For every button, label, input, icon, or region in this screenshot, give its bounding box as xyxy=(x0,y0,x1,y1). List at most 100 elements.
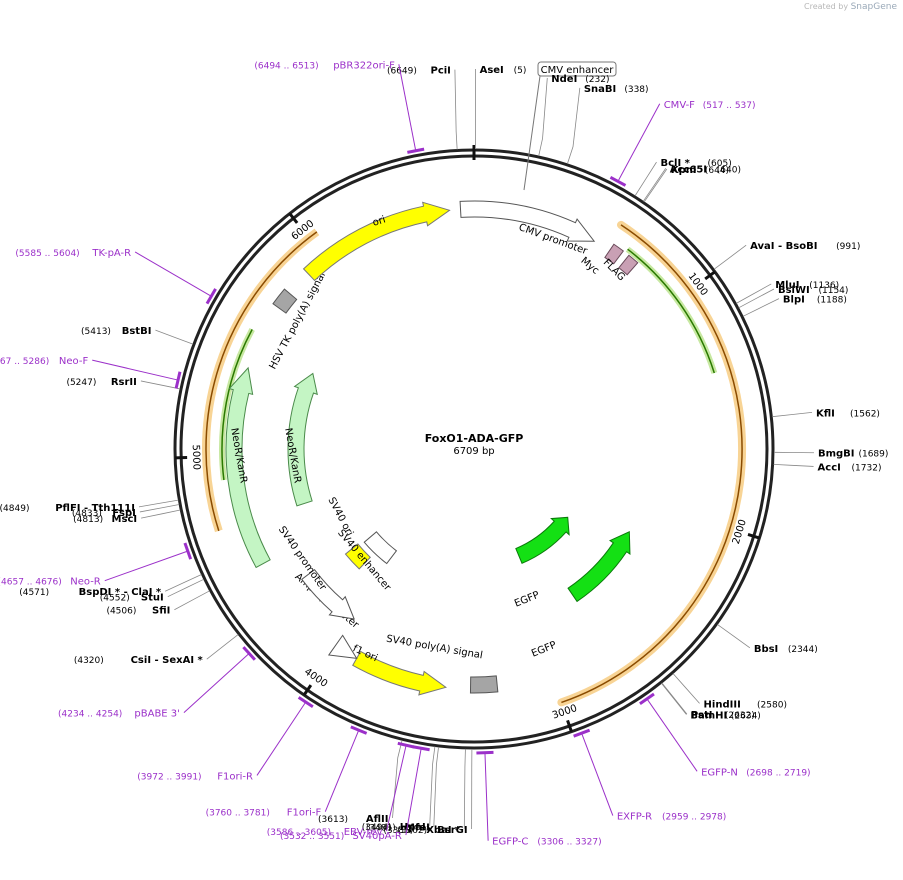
primer-layer: pBR322ori-F(6494 .. 6513)CMV-F(517 .. 53… xyxy=(0,60,811,847)
primer-leader xyxy=(135,252,211,296)
primer-leader xyxy=(325,730,358,811)
primer-leader xyxy=(386,745,406,831)
primer-position: (3586 .. 3605) xyxy=(267,828,331,838)
site-name-hpai: HpaI xyxy=(400,822,426,833)
site-name-kpni: KpnI xyxy=(671,165,697,176)
primer-name-tk-pa-r: TK-pA-R xyxy=(91,248,131,259)
primer-leader xyxy=(485,753,488,841)
site-name-pcii: PciI xyxy=(430,66,450,77)
primer-name-f1ori-r: F1ori-R xyxy=(217,771,253,782)
primer-mark xyxy=(413,747,430,750)
site-leader xyxy=(643,168,666,201)
site-position: (4849) xyxy=(0,504,29,514)
site-position: (1154) xyxy=(818,286,848,296)
site-name-asei: AseI xyxy=(480,65,504,76)
credit-brand: SnapGene xyxy=(851,2,897,12)
primer-position: (3760 .. 3781) xyxy=(206,809,270,819)
plasmid-name: FoxO1-ADA-GFP xyxy=(425,432,524,445)
site-position: (1732) xyxy=(852,463,882,473)
site-leader xyxy=(774,464,814,466)
site-position: (338) xyxy=(624,85,648,95)
tick-label: 3000 xyxy=(551,703,579,722)
site-position: (991) xyxy=(836,242,860,252)
ampr-promoter-arrow xyxy=(329,635,357,658)
primer-name-pbr322ori-f: pBR322ori-F xyxy=(333,60,395,71)
site-name-bstbi: BstBI xyxy=(122,326,152,337)
site-name-bspdi-clai: BspDI * - ClaI * xyxy=(79,587,162,598)
site-position: (4571) xyxy=(19,588,49,598)
site-leader xyxy=(174,591,209,610)
feature-label-sv40-poly-a-signal: SV40 poly(A) signal xyxy=(385,634,483,662)
primer-position: (3306 .. 3327) xyxy=(537,838,601,848)
site-name-snabi: SnaBI xyxy=(584,84,616,95)
primer-name-f1ori-f: F1ori-F xyxy=(287,808,322,819)
site-name-avai-bsobi: AvaI - BsoBI xyxy=(750,241,817,252)
site-position: (5) xyxy=(514,66,527,76)
egfp-arrow-inner xyxy=(516,517,569,563)
site-position: (4506) xyxy=(106,607,136,617)
primer-position: (517 .. 537) xyxy=(703,101,756,111)
site-leader xyxy=(662,683,687,714)
site-leader xyxy=(567,88,579,164)
primer-mark xyxy=(176,372,180,389)
tick-label: 4000 xyxy=(302,666,329,690)
ori-arrow xyxy=(304,202,450,280)
hsv-tk-polya-box xyxy=(273,289,297,313)
site-position: (1188) xyxy=(817,296,847,306)
primer-leader xyxy=(399,64,416,150)
neor-arrow-outer xyxy=(226,368,270,568)
sv40-polya-box xyxy=(470,676,497,693)
site-name-csii-sexai: CsiI - SexAI * xyxy=(131,655,204,666)
primer-leader xyxy=(582,733,613,815)
feature-label-flag: FLAG xyxy=(601,257,627,283)
cmv-enhancer-leader xyxy=(524,76,540,190)
primer-name-egfp-c: EGFP-C xyxy=(492,837,528,848)
site-name-bbsi: BbsI xyxy=(754,644,778,655)
site-name-hindiii: HindIII xyxy=(704,699,741,710)
primer-position: (2959 .. 2978) xyxy=(662,813,726,823)
site-leader xyxy=(661,683,686,714)
site-leader xyxy=(717,624,749,647)
primer-position: (5585 .. 5604) xyxy=(15,249,79,259)
site-name-kfli: KflI xyxy=(816,408,835,419)
feature-label-egfp: EGFP xyxy=(530,640,558,660)
site-position: (3613) xyxy=(318,815,348,825)
site-leader xyxy=(743,299,779,317)
primer-position: (2698 .. 2719) xyxy=(746,768,810,778)
site-name-xbai: XbaI * xyxy=(426,825,461,836)
site-position: (2344) xyxy=(788,645,818,655)
primer-name-neo-r: Neo-R xyxy=(70,577,101,588)
site-name-bamhi: BamHI xyxy=(690,710,727,721)
primer-position: (4657 .. 4676) xyxy=(0,578,62,588)
primer-mark xyxy=(407,149,424,152)
site-leader xyxy=(207,634,238,659)
site-leader xyxy=(714,245,746,269)
site-leader xyxy=(539,78,548,156)
site-position: (4320) xyxy=(74,656,104,666)
primer-leader xyxy=(618,104,660,181)
site-position: (5413) xyxy=(81,327,111,337)
site-name-bmgbi: BmgBI xyxy=(818,449,855,460)
site-position: (2634) xyxy=(731,711,761,721)
site-leader xyxy=(392,740,402,818)
primer-position: (6494 .. 6513) xyxy=(254,61,318,71)
primer-position: (3972 .. 3991) xyxy=(137,772,201,782)
site-name-blpi: BlpI xyxy=(783,295,805,306)
site-leader xyxy=(155,330,192,344)
feature-label-hsv-tk-poly-a-signal: HSV TK poly(A) signal xyxy=(268,270,329,371)
site-leader xyxy=(141,510,180,518)
site-name-aflii: AflII xyxy=(366,814,389,825)
primer-position: (5267 .. 5286) xyxy=(0,357,49,367)
site-position: (644) xyxy=(705,166,729,176)
site-name-pflfi-tth111i: PflFI - Tth111I xyxy=(55,503,135,514)
primer-name-egfp-n: EGFP-N xyxy=(701,767,738,778)
site-name-sfii: SfiI xyxy=(152,606,170,617)
credit-prefix: Created by xyxy=(804,2,848,11)
site-position: (2580) xyxy=(757,700,787,710)
site-position: (1562) xyxy=(850,409,880,419)
site-name-ndei: NdeI xyxy=(551,74,577,85)
primer-mark xyxy=(476,752,493,753)
primer-leader xyxy=(105,551,188,581)
